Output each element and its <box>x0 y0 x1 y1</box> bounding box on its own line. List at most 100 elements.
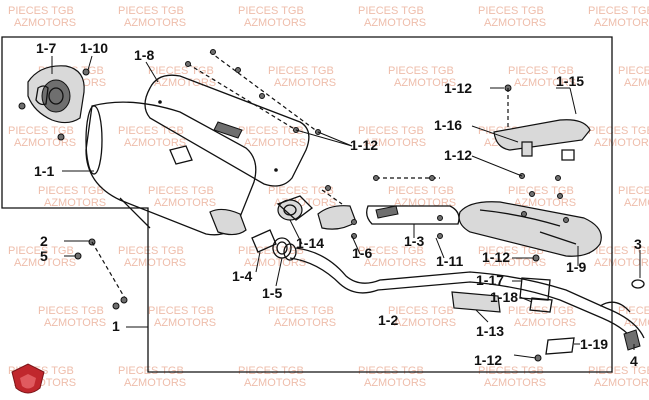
watermark-text: AZMOTORS <box>394 197 456 209</box>
callout-1-18: 1-18 <box>490 289 518 305</box>
watermark-text: AZMOTORS <box>594 17 649 29</box>
watermark-text: PIECES TGB <box>38 305 104 317</box>
watermark-text: PIECES TGB <box>148 65 214 77</box>
callout-3: 3 <box>634 236 642 252</box>
watermark-text: PIECES TGB <box>618 185 649 197</box>
watermark-text: AZMOTORS <box>274 77 336 89</box>
watermark-text: PIECES TGB <box>588 245 649 257</box>
callout-1-14: 1-14 <box>296 235 324 251</box>
callout-1-1: 1-1 <box>34 163 54 179</box>
callout-1-7: 1-7 <box>36 40 56 56</box>
watermark-text: PIECES TGB <box>388 65 454 77</box>
watermark-text: PIECES TGB <box>8 245 74 257</box>
connector-1-6 <box>317 205 357 230</box>
watermark-text: AZMOTORS <box>394 317 456 329</box>
watermark-text: AZMOTORS <box>44 197 106 209</box>
callout-1-13: 1-13 <box>476 323 504 339</box>
watermark-text: AZMOTORS <box>594 137 649 149</box>
callout-1-16: 1-16 <box>434 117 462 133</box>
watermark-text: PIECES TGB <box>268 185 334 197</box>
watermark-text: AZMOTORS <box>624 77 649 89</box>
watermark-text: AZMOTORS <box>484 17 546 29</box>
watermark-text: PIECES TGB <box>8 125 74 137</box>
watermark-text: AZMOTORS <box>514 197 576 209</box>
watermark-text: AZMOTORS <box>364 137 426 149</box>
callout-1-12-c: 1-12 <box>444 147 472 163</box>
shield-logo-icon <box>11 363 45 394</box>
watermark-text: AZMOTORS <box>594 377 649 389</box>
watermark-text: AZMOTORS <box>44 317 106 329</box>
pipe-end <box>599 301 641 351</box>
watermark-text: PIECES TGB <box>238 125 304 137</box>
watermark-text: PIECES TGB <box>8 5 74 17</box>
screw-1-16 <box>521 141 575 161</box>
watermark-text: PIECES TGB <box>588 5 649 17</box>
callout-1-3: 1-3 <box>404 233 424 249</box>
watermark-text: PIECES TGB <box>478 365 544 377</box>
pipe-1-3 <box>366 205 460 225</box>
watermark-text: AZMOTORS <box>124 137 186 149</box>
callout-1-9: 1-9 <box>566 259 586 275</box>
watermark-text: PIECES TGB <box>358 365 424 377</box>
callout-1-12-e: 1-12 <box>474 352 502 368</box>
leader-lines <box>51 55 641 359</box>
watermark-text: AZMOTORS <box>14 17 76 29</box>
callout-1-6: 1-6 <box>352 245 372 261</box>
callout-5: 5 <box>40 248 48 264</box>
callout-1-12-d: 1-12 <box>482 249 510 265</box>
plate-1-19 <box>545 337 575 355</box>
watermark-text: PIECES TGB <box>118 245 184 257</box>
bracket-1-18 <box>529 297 553 313</box>
end-cap-1-7 <box>27 65 85 124</box>
watermark-text: PIECES TGB <box>618 305 649 317</box>
watermark-text: AZMOTORS <box>244 17 306 29</box>
cover-1-15 <box>493 119 591 151</box>
watermark-text: PIECES TGB <box>618 65 649 77</box>
watermark-text: AZMOTORS <box>124 17 186 29</box>
watermark-text: AZMOTORS <box>14 257 76 269</box>
watermark-text: PIECES TGB <box>478 5 544 17</box>
watermark-text: PIECES TGB <box>388 185 454 197</box>
watermark-text: AZMOTORS <box>624 197 649 209</box>
callout-1-12-a: 1-12 <box>444 80 472 96</box>
watermark-text: AZMOTORS <box>244 377 306 389</box>
watermark-text: PIECES TGB <box>508 185 574 197</box>
callout-1-10: 1-10 <box>80 40 108 56</box>
watermark-text: AZMOTORS <box>514 317 576 329</box>
watermark-text: PIECES TGB <box>268 305 334 317</box>
watermark-text: AZMOTORS <box>594 257 649 269</box>
watermark-text: PIECES TGB <box>358 245 424 257</box>
watermark-text: PIECES TGB <box>148 185 214 197</box>
callout-1-5: 1-5 <box>262 285 282 301</box>
callout-1: 1 <box>112 318 120 334</box>
watermark-text: PIECES TGB <box>118 125 184 137</box>
watermark-text: AZMOTORS <box>484 377 546 389</box>
watermark-text: PIECES TGB <box>388 305 454 317</box>
watermark-text: AZMOTORS <box>514 77 576 89</box>
watermark-text: PIECES TGB <box>508 65 574 77</box>
heat-shield-1-8 <box>144 74 310 187</box>
watermark-text: PIECES TGB <box>588 365 649 377</box>
flange-1-4 <box>251 229 277 253</box>
callout-1-12-b: 1-12 <box>350 137 378 153</box>
watermark-text: AZMOTORS <box>124 257 186 269</box>
watermark-text: PIECES TGB <box>478 245 544 257</box>
callout-1-15: 1-15 <box>556 73 584 89</box>
watermark-text: AZMOTORS <box>364 257 426 269</box>
watermark-text: AZMOTORS <box>394 77 456 89</box>
watermark-text: PIECES TGB <box>358 5 424 17</box>
callout-4: 4 <box>630 353 638 369</box>
watermark-text: PIECES TGB <box>268 65 334 77</box>
watermark-text: PIECES TGB <box>38 185 104 197</box>
watermark-text: AZMOTORS <box>364 377 426 389</box>
callout-1-2: 1-2 <box>378 312 398 328</box>
watermark-text: PIECES TGB <box>238 365 304 377</box>
watermark-text: AZMOTORS <box>14 137 76 149</box>
catalyst-1-13 <box>451 291 501 313</box>
watermark-text: PIECES TGB <box>118 365 184 377</box>
watermark-text: PIECES TGB <box>358 125 424 137</box>
callout-1-8: 1-8 <box>134 47 154 63</box>
callout-labels: 1-7 1-10 1-8 1-1 2 5 1 1-12 1-15 1-16 1-… <box>34 40 642 369</box>
